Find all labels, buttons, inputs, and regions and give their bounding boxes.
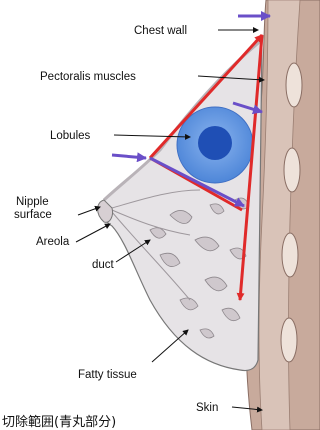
label-nipple: Nipple	[16, 196, 49, 208]
label-lobules: Lobules	[50, 130, 91, 142]
label-nipple-surface: surface	[14, 209, 52, 221]
label-areola: Areola	[36, 236, 70, 248]
label-pectoralis-muscles: Pectoralis muscles	[40, 71, 136, 83]
label-fatty-tissue: Fatty tissue	[78, 369, 137, 381]
tumor-core	[198, 126, 232, 160]
label-skin: Skin	[196, 402, 218, 414]
caption-resection-area: 切除範囲(青丸部分)	[2, 415, 116, 430]
label-chest-wall: Chest wall	[134, 25, 187, 37]
label-duct: duct	[92, 259, 115, 271]
